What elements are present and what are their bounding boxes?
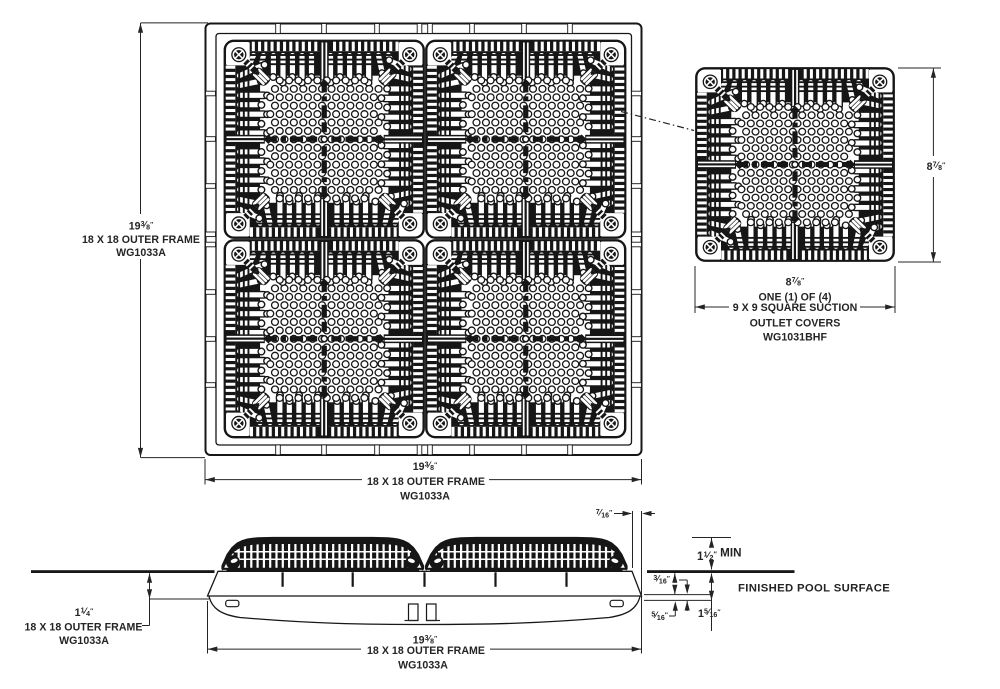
svg-text:WG1033A: WG1033A — [400, 491, 450, 503]
svg-text:9 X 9 SQUARE SUCTION: 9 X 9 SQUARE SUCTION — [733, 302, 858, 314]
svg-text:18 X 18 OUTER FRAME: 18 X 18 OUTER FRAME — [82, 234, 200, 246]
svg-text:WG1031BHF: WG1031BHF — [763, 332, 828, 344]
svg-text:87⁄8″: 87⁄8″ — [927, 160, 946, 173]
svg-text:11⁄4″: 11⁄4″ — [75, 606, 94, 619]
svg-text:5⁄16″: 5⁄16″ — [651, 610, 668, 622]
svg-text:18 X 18 OUTER FRAME: 18 X 18 OUTER FRAME — [367, 476, 485, 488]
svg-text:WG1033A: WG1033A — [59, 635, 109, 647]
svg-text:7⁄16″: 7⁄16″ — [596, 508, 613, 520]
svg-text:18 X 18 OUTER FRAME: 18 X 18 OUTER FRAME — [24, 622, 142, 634]
svg-text:WG1033A: WG1033A — [116, 247, 166, 259]
svg-text:ONE (1) OF (4): ONE (1) OF (4) — [758, 292, 831, 304]
svg-text:WG1033A: WG1033A — [398, 660, 448, 672]
svg-text:18 X 18 OUTER FRAME: 18 X 18 OUTER FRAME — [367, 645, 485, 657]
svg-text:87⁄8″: 87⁄8″ — [786, 276, 805, 289]
svg-text:FINISHED POOL SURFACE: FINISHED POOL SURFACE — [738, 583, 890, 595]
svg-text:3⁄16″: 3⁄16″ — [653, 574, 670, 586]
svg-text:11⁄2″ MIN: 11⁄2″ MIN — [697, 547, 742, 563]
svg-text:OUTLET COVERS: OUTLET COVERS — [750, 318, 841, 330]
